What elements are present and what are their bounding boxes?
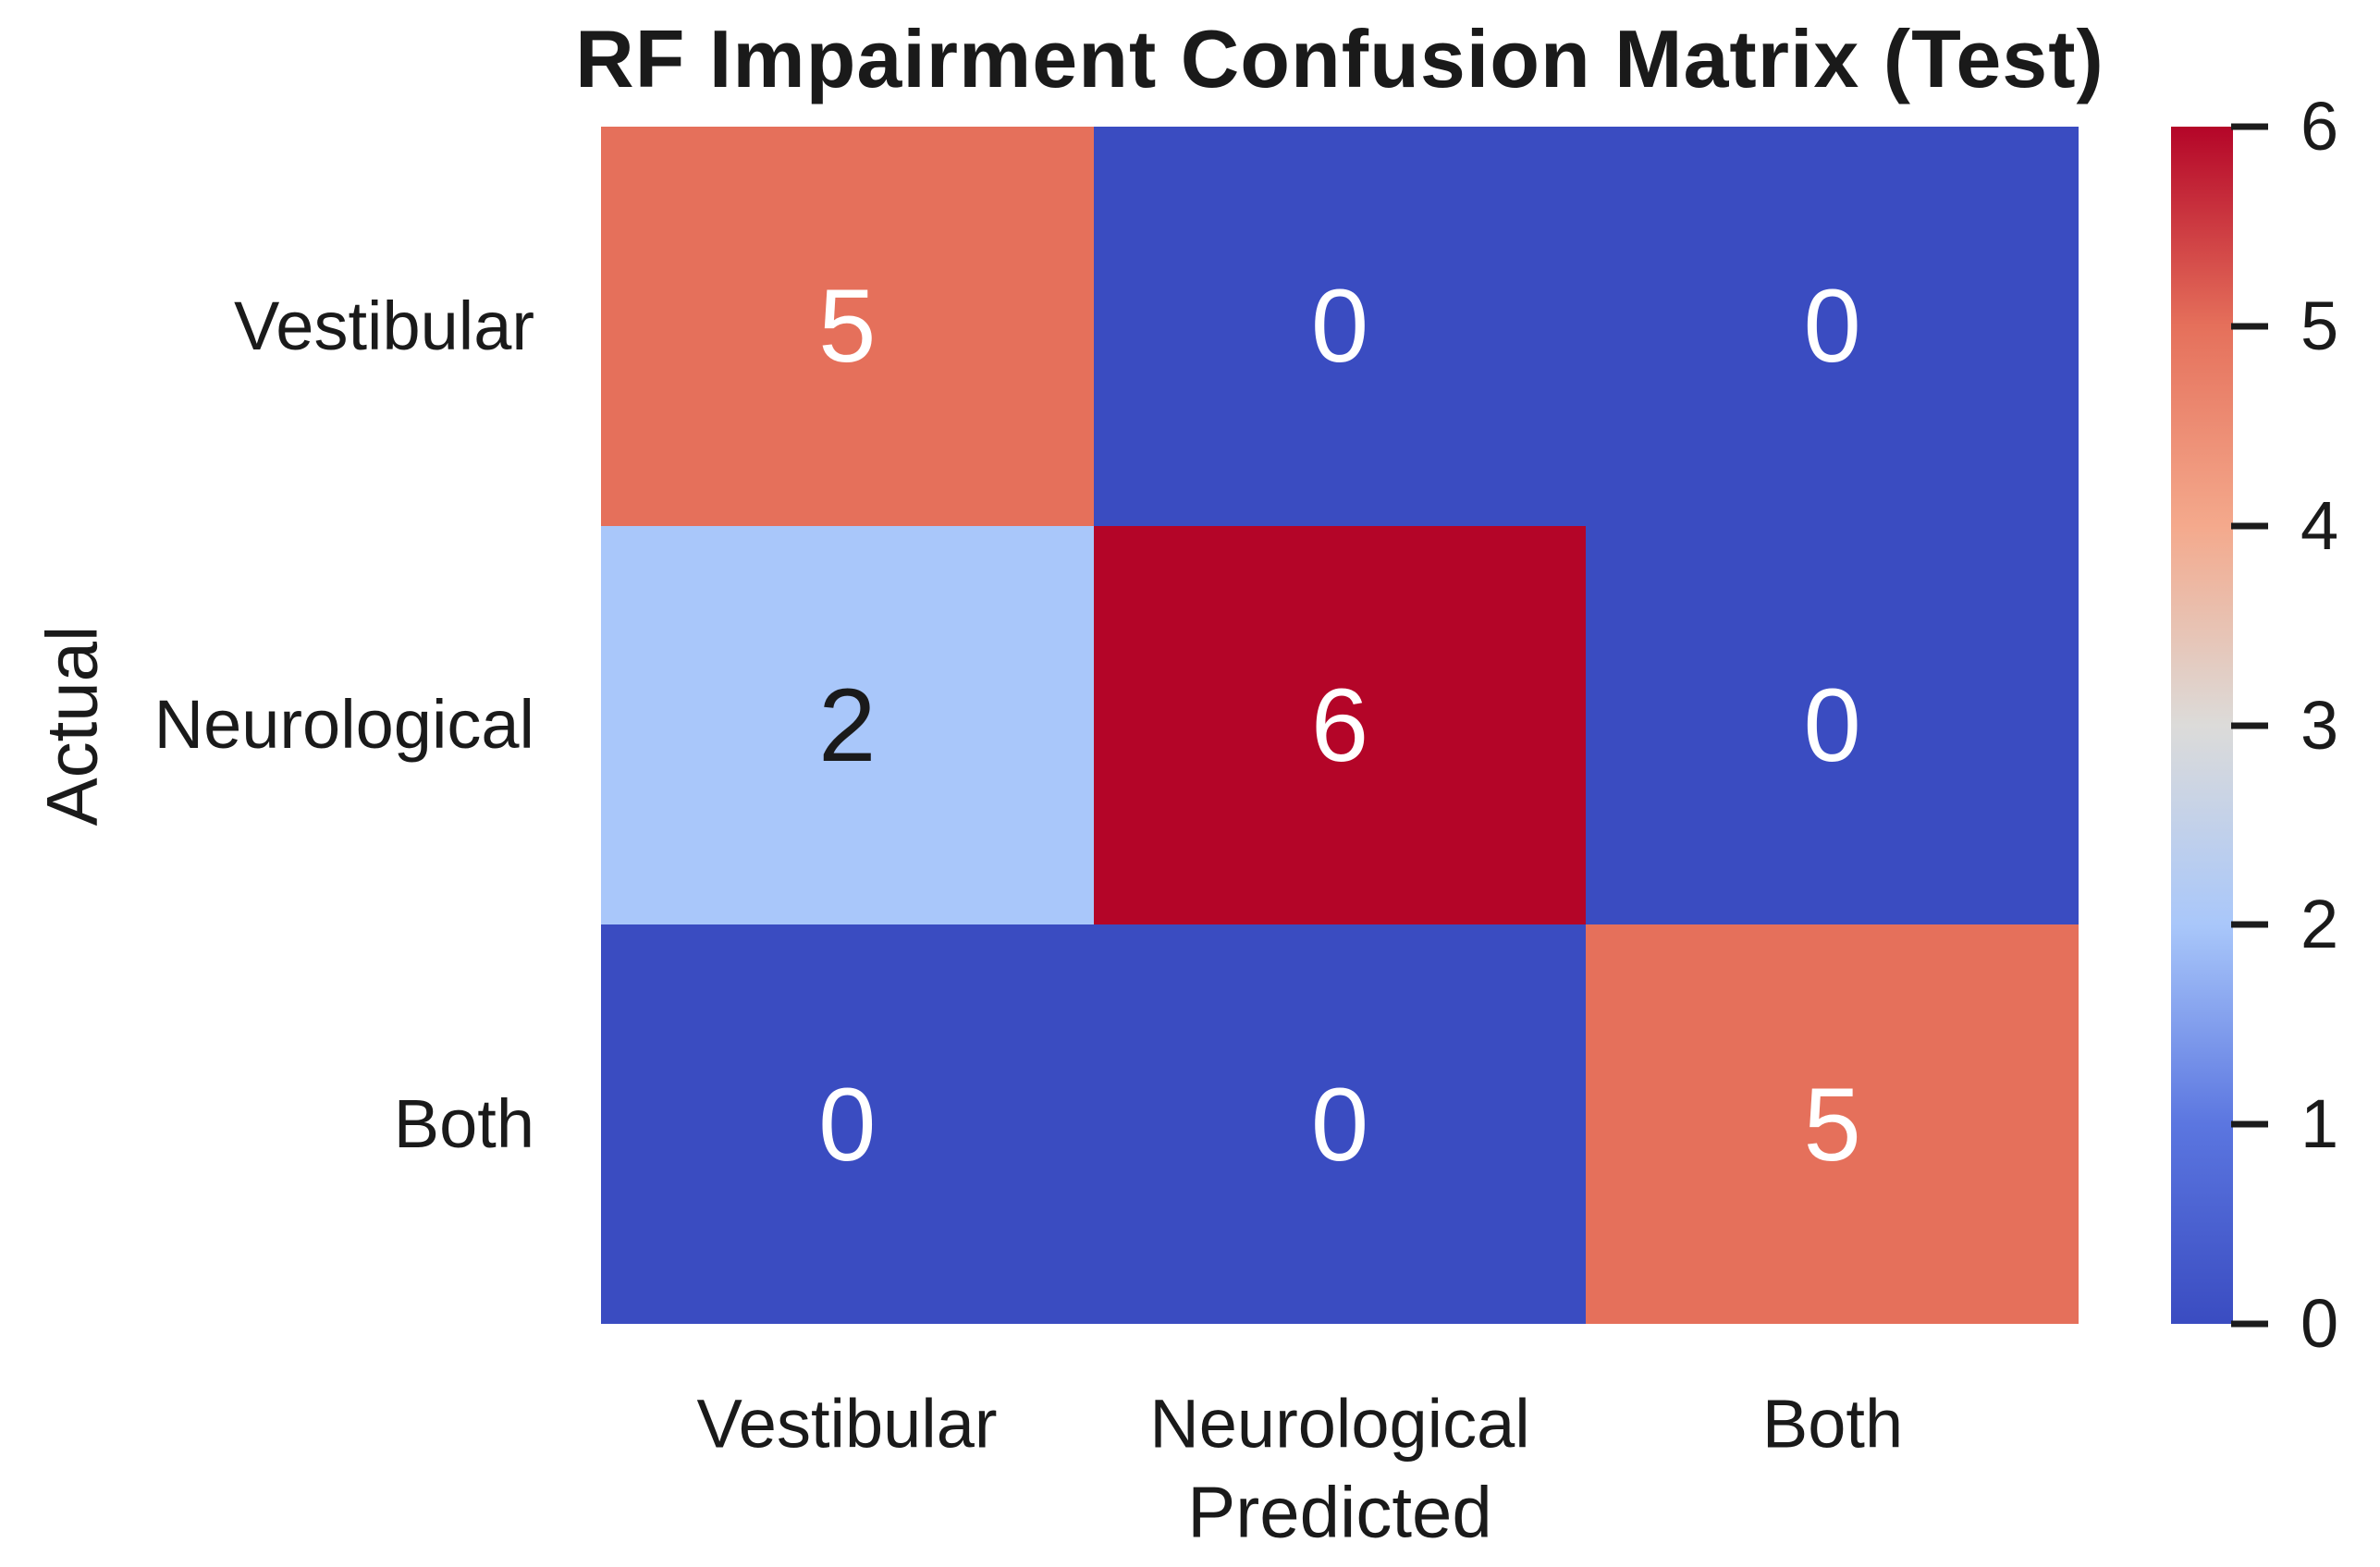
row-label-both: Both [393,1085,534,1162]
heatmap-cell-r1c2: 0 [1586,525,2079,925]
x-axis-label: Predicted [1187,1471,1492,1553]
colorbar-tick-label-5: 5 [2300,288,2339,364]
row-label-vestibular: Vestibular [234,288,534,364]
colorbar-tick-4 [2231,522,2268,530]
colorbar-tick-3 [2231,722,2268,729]
heatmap-cell-r2c2: 5 [1586,924,2079,1324]
heatmap-cell-r0c2: 0 [1586,127,2079,526]
heatmap-cell-r0c0: 5 [601,127,1094,526]
row-label-neurological: Neurological [153,686,534,763]
col-label-neurological: Neurological [1149,1385,1530,1463]
colorbar-tick-label-3: 3 [2300,687,2339,764]
heatmap-cell-r1c0: 2 [601,525,1094,925]
col-label-vestibular: Vestibular [696,1385,998,1463]
colorbar-tick-6 [2231,123,2268,130]
confusion-matrix-heatmap: 5 0 0 2 6 0 0 0 5 [601,127,2079,1324]
colorbar-tick-2 [2231,921,2268,928]
colorbar-tick-1 [2231,1120,2268,1128]
heatmap-cell-r0c1: 0 [1093,127,1587,526]
colorbar-tick-label-0: 0 [2300,1285,2339,1362]
colorbar-gradient [2171,127,2233,1324]
col-label-both: Both [1761,1385,1904,1463]
colorbar-tick-label-6: 6 [2300,88,2339,165]
colorbar-tick-0 [2231,1320,2268,1328]
colorbar-tick-label-4: 4 [2300,487,2339,564]
colorbar-tick-5 [2231,323,2268,330]
colorbar-tick-label-1: 1 [2300,1085,2339,1162]
heatmap-cell-r2c1: 0 [1093,924,1587,1324]
heatmap-cell-r1c1: 6 [1093,525,1587,925]
chart-title: RF Impairment Confusion Matrix (Test) [575,13,2104,104]
colorbar-tick-label-2: 2 [2300,886,2339,962]
heatmap-cell-r2c0: 0 [601,924,1094,1324]
